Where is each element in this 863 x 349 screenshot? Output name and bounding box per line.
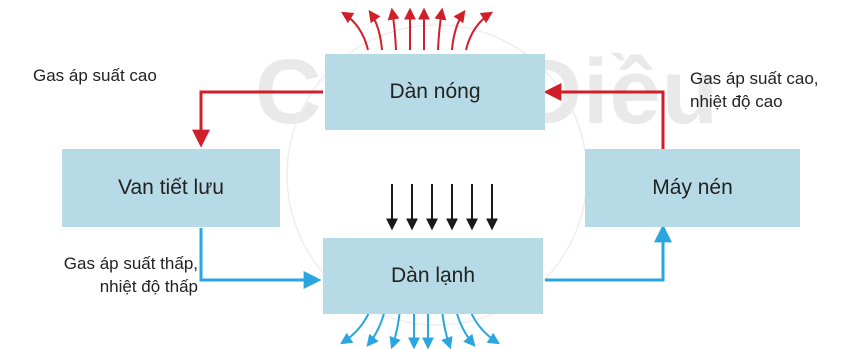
flow-arrow-cold-coil-to-compressor bbox=[545, 224, 672, 282]
heat-arrow bbox=[387, 7, 400, 51]
label-high-pressure-high-temp-gas: Gas áp suất cao, nhiệt độ cao bbox=[690, 69, 819, 111]
compressor-label: Máy nén bbox=[652, 176, 733, 199]
heat-release-arrows bbox=[340, 7, 494, 51]
flow-arrow-hot-coil-to-valve bbox=[192, 90, 323, 148]
heat-arrow bbox=[340, 11, 369, 51]
flow-arrow-valve-to-cold-coil bbox=[199, 228, 322, 289]
cold-coil-label: Dàn lạnh bbox=[390, 264, 476, 287]
cool-air-arrows bbox=[339, 309, 501, 349]
expansion-valve-label: Van tiết lưu bbox=[118, 176, 224, 199]
compressor-box: Máy nén bbox=[585, 149, 800, 227]
cool-arrow bbox=[441, 309, 453, 349]
label-high-pressure-gas: Gas áp suất cao bbox=[33, 66, 157, 85]
label-low-pressure-low-temp-gas: Gas áp suất thấp, nhiệt độ thấp bbox=[63, 254, 198, 296]
heat-arrow bbox=[451, 10, 466, 51]
cool-arrow bbox=[389, 309, 401, 349]
hot-coil-box: Dàn nóng bbox=[325, 54, 545, 130]
heat-arrow bbox=[434, 7, 447, 51]
expansion-valve-box: Van tiết lưu bbox=[62, 149, 280, 227]
cold-coil-box: Dàn lạnh bbox=[323, 238, 543, 314]
heat-arrow bbox=[465, 11, 494, 51]
hot-coil-label: Dàn nóng bbox=[389, 80, 481, 103]
cool-arrow bbox=[339, 309, 371, 345]
heat-arrow bbox=[368, 10, 383, 51]
flow-arrow-compressor-to-hot-coil bbox=[543, 83, 665, 149]
heat-absorption-arrows bbox=[386, 184, 498, 231]
cool-arrow bbox=[469, 309, 501, 345]
